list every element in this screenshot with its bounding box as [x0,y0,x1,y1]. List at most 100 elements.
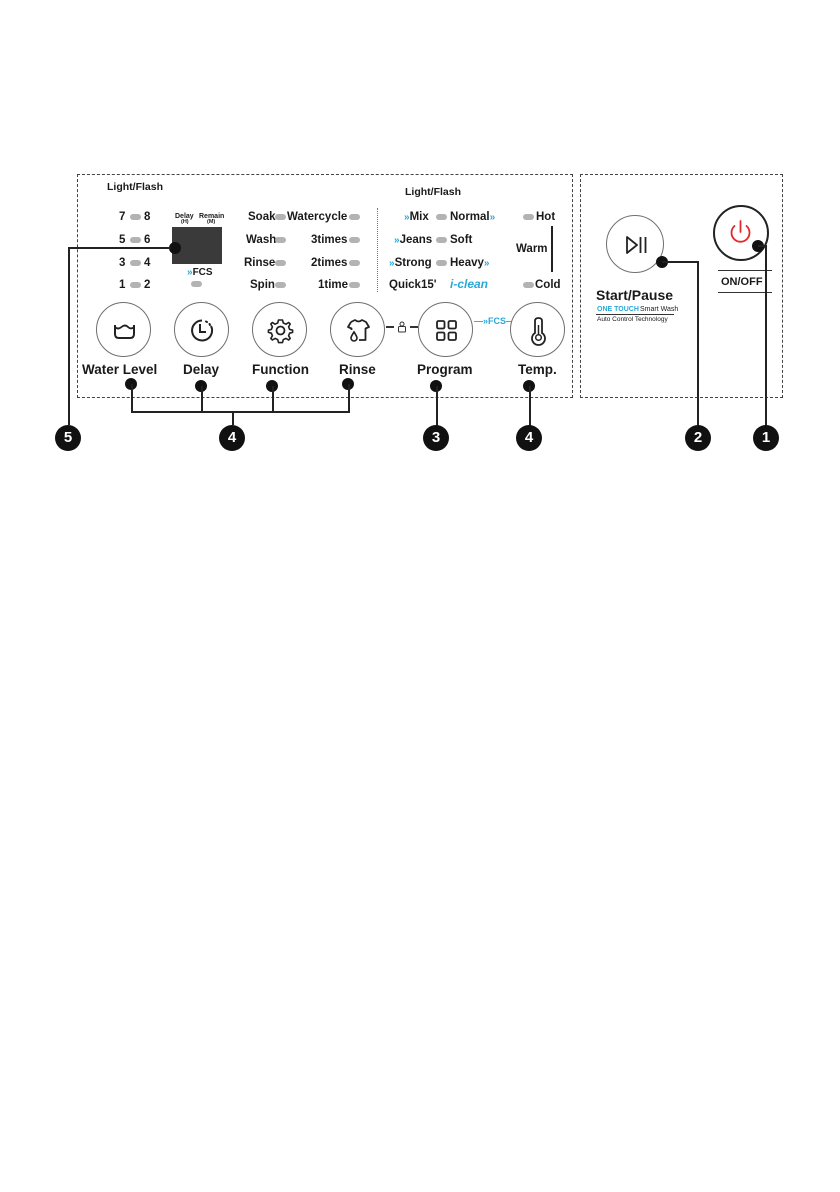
water-level-button[interactable] [96,302,151,357]
program-option-strong: »Strong [389,257,432,269]
program-option-mix: »Mix [404,211,429,223]
rinse-button[interactable] [330,302,385,357]
water-level-6: 6 [144,234,151,246]
callout-anchor-5 [169,242,181,254]
temp-label: Temp. [518,362,557,377]
display-delay-unit: (H) [181,219,189,225]
rinse-option-watercycle: Watercycle [287,211,348,223]
function-led [275,237,286,243]
leader-bracket-4 [131,411,350,413]
smart-wash-label: Smart Wash [640,306,679,313]
leader-line-4 [529,386,531,426]
timer-icon [191,319,214,342]
rinse-option-3times: 3times [311,234,348,246]
display-delay-label: Delay [175,213,194,220]
rinse-option-1time: 1time [318,279,349,291]
temp-option-warm: Warm [516,243,548,255]
function-led [275,282,286,288]
play-pause-icon [626,236,647,254]
temp-option-hot: Hot [536,211,556,223]
leader-line-2 [697,261,699,426]
leader-bracket-4 [201,386,203,412]
start-pause-button[interactable] [606,215,664,273]
start-pause-divider [596,314,674,315]
water-level-1: 1 [119,279,126,291]
function-button[interactable] [252,302,307,357]
thermometer-icon [531,317,546,346]
temp-led-cold [523,282,534,288]
rinse-led [349,260,360,266]
dotted-separator [377,208,378,292]
leader-bracket-4 [348,384,350,412]
gear-icon [267,319,294,344]
water-basin-icon [114,324,135,339]
fcs-led [191,281,202,287]
fcs-arrow-icon: » [483,316,489,326]
display-fcs-label: »FCS [187,267,213,278]
power-button[interactable] [713,205,769,261]
water-level-led [130,214,141,220]
delay-button[interactable] [174,302,229,357]
water-level-label: Water Level [82,362,158,377]
temp-button[interactable] [510,302,565,357]
fcs-link-label: —»FCS— [474,316,515,326]
on-off-bottom-rule [718,292,772,293]
water-level-8: 8 [144,211,151,223]
fcs-arrow-icon: » [187,267,193,278]
function-led [275,260,286,266]
program-option-jeans: »Jeans [394,234,433,246]
child-lock-icon [398,321,406,333]
light-flash-label-left: Light/Flash [107,181,163,193]
program-arrow-icon: » [483,258,490,269]
program-arrow-icon: » [394,235,400,246]
function-option-spin: Spin [250,279,275,291]
auto-control-label: Auto Control Technology [597,316,668,323]
program-option-heavy: Heavy» [450,257,490,269]
water-level-led [130,260,141,266]
program-option-normal: Normal» [450,211,496,223]
leader-bracket-4 [131,384,133,412]
function-option-rinse: Rinse [244,257,276,269]
program-arrow-icon: » [489,212,496,223]
leader-line-5 [68,247,171,249]
display-remain-label: Remain [199,213,225,220]
water-level-led [130,237,141,243]
child-lock-link [386,321,418,333]
rinse-option-2times: 2times [311,257,348,269]
one-touch-label: ONE TOUCH [597,306,639,313]
on-off-top-rule [718,270,772,271]
water-level-2: 2 [144,279,151,291]
leader-bracket-4 [272,386,274,412]
function-option-wash: Wash [246,234,277,246]
temp-option-cold: Cold [535,279,561,291]
light-flash-label-right: Light/Flash [405,186,461,198]
program-led [436,237,447,243]
start-pause-label: Start/Pause [596,287,674,303]
callout-5: 5 [55,425,81,451]
callout-2: 2 [685,425,711,451]
callout-1: 1 [753,425,779,451]
temp-led-hot [523,214,534,220]
function-option-soak: Soak [248,211,276,223]
rinse-led [349,214,360,220]
program-option-i-clean: i-clean [450,277,489,291]
function-led [275,214,286,220]
rinse-label: Rinse [339,362,376,377]
water-level-led [130,282,141,288]
leader-line-3 [436,386,438,426]
on-off-label: ON/OFF [721,276,763,288]
leader-bracket-4 [232,411,234,425]
display-remain-unit: (M) [207,219,216,225]
program-label: Program [417,362,473,377]
program-button[interactable] [418,302,473,357]
rinse-led [349,237,360,243]
leader-line-1 [765,245,767,426]
program-option-soft: Soft [450,234,473,246]
callout-3: 3 [423,425,449,451]
callout-4: 4 [219,425,245,451]
program-arrow-icon: » [389,258,395,269]
callout-4: 4 [516,425,542,451]
shirt-drop-icon [347,319,370,342]
program-arrow-icon: » [404,212,410,223]
water-level-4: 4 [144,257,151,269]
